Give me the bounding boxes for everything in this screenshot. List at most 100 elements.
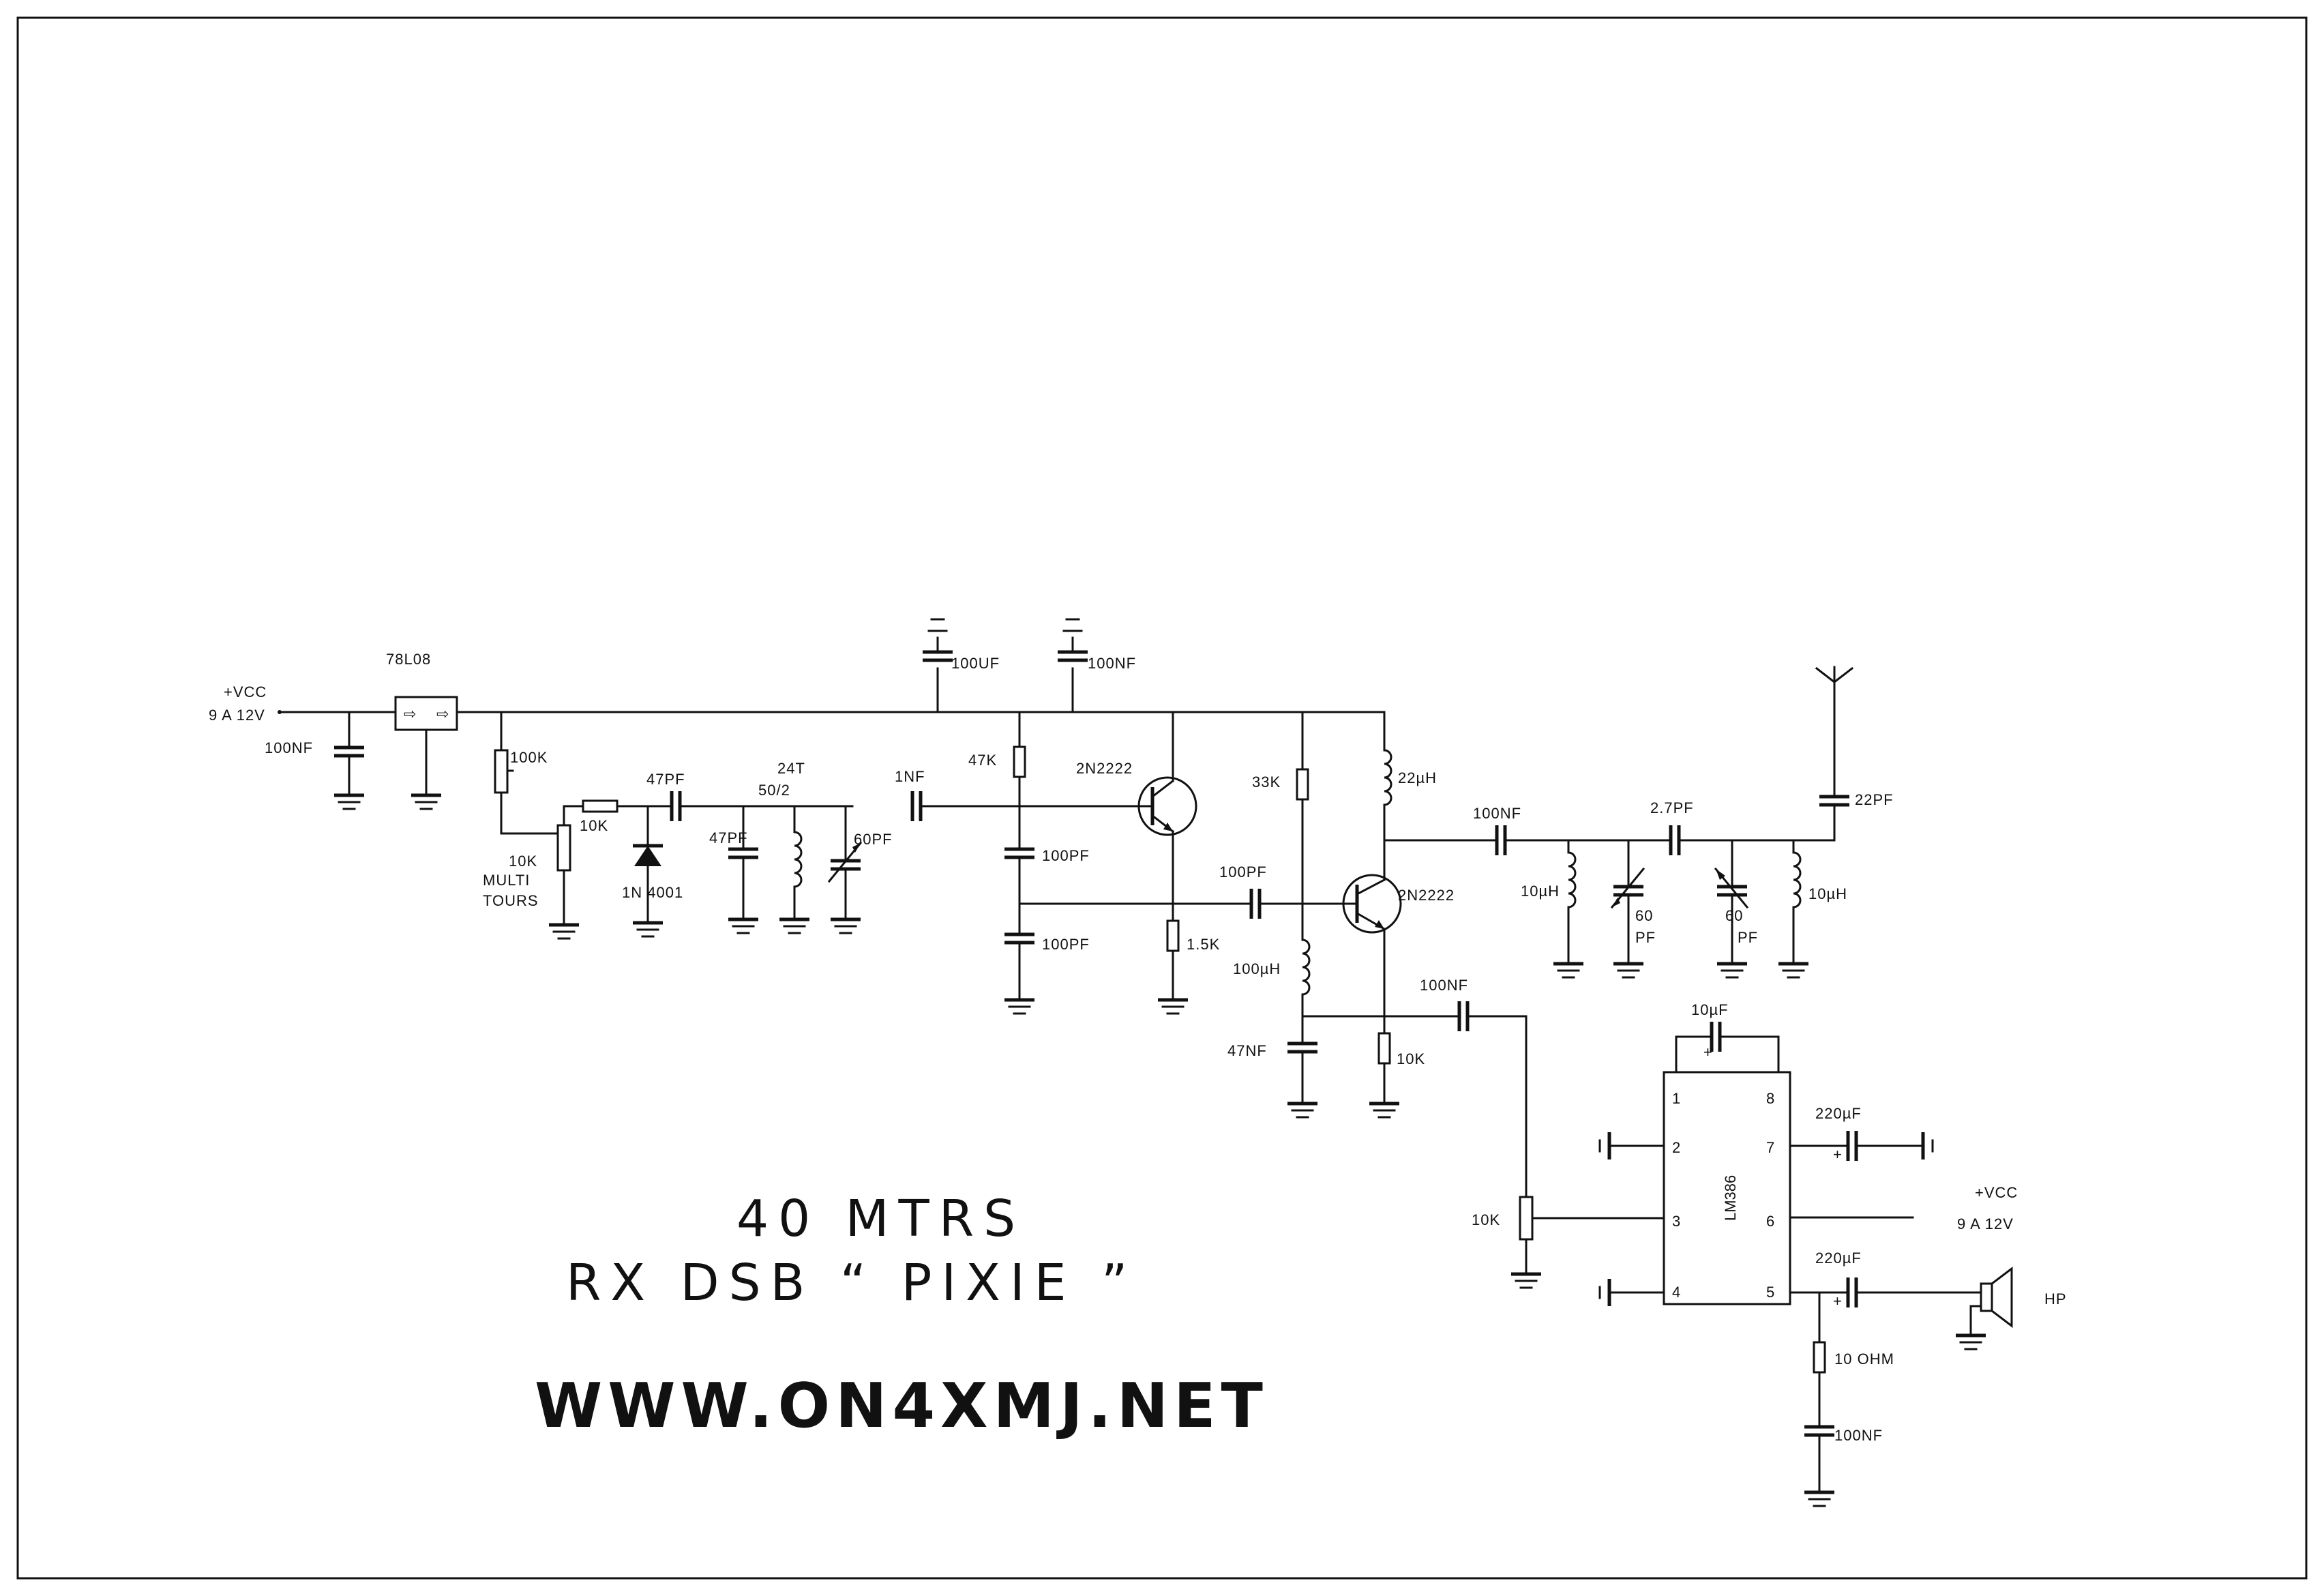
audio-vcc: +VCC 9 A 12V	[1789, 1184, 2018, 1232]
pin-2: 2	[1672, 1139, 1680, 1156]
speaker-hp: HP	[1956, 1266, 2067, 1349]
cap-100nf-audio-out: 100NF	[1301, 977, 1528, 1198]
svg-text:+: +	[1833, 1292, 1842, 1310]
trim2-unit-label: PF	[1738, 929, 1758, 946]
svg-text:⇨: ⇨	[404, 705, 416, 722]
cap-47nf-label: 47NF	[1227, 1042, 1267, 1059]
cap-10uf-label: 10µF	[1691, 1001, 1729, 1018]
cap-100pf-osc-a: 100PF	[1004, 847, 1090, 936]
diode-label: 1N 4001	[622, 884, 683, 901]
resistor-10k-emitter: 10K	[1369, 1032, 1425, 1117]
cap-47nf: 47NF	[1227, 1042, 1317, 1117]
r-1-5k-label: 1.5K	[1187, 936, 1220, 953]
regulator-78l08: ⇨ ⇨ 78L08	[386, 651, 458, 809]
r-10k-emitter-label: 10K	[1397, 1050, 1425, 1067]
svg-text:+: +	[1833, 1146, 1842, 1163]
pot-100k: 100K	[494, 711, 559, 835]
lm386-ic: LM386 1 2 3 4 8 7 6 5	[1663, 1071, 1791, 1305]
speaker-label: HP	[2044, 1290, 2067, 1307]
pot-10k-multiturn: 10K MULTI TOURS	[483, 805, 579, 939]
cap-47pf-shunt: 47PF	[709, 805, 758, 933]
cap-100nf-zobel-label: 100NF	[1834, 1427, 1883, 1444]
q2-label: 2N2222	[1398, 887, 1455, 904]
coil-24t: 24T 50/2	[758, 760, 809, 933]
title-block: 40 MTRS RX DSB “ PIXIE ” WWW.ON4XMJ.NET	[535, 1189, 1268, 1442]
pin-6: 6	[1766, 1213, 1774, 1230]
page-border	[16, 16, 2308, 1580]
website-label: WWW.ON4XMJ.NET	[535, 1370, 1268, 1442]
cap-100nf-out-label: 100NF	[1420, 977, 1468, 994]
lm386-pin2-ground	[1598, 1132, 1665, 1159]
l1-label: 10µH	[1521, 883, 1560, 900]
svg-text:+: +	[1703, 1044, 1712, 1061]
choke-22uh-label: 22µH	[1398, 769, 1437, 786]
cap-220uf-bypass: + 220µF	[1789, 1105, 1934, 1163]
svg-text:⇨: ⇨	[436, 705, 449, 722]
cap-47pf-a-label: 47PF	[646, 771, 685, 788]
filter-coil-l2: 10µH	[1778, 839, 1847, 977]
pin-5: 5	[1766, 1284, 1774, 1301]
trim1-label: 60	[1635, 907, 1653, 924]
filter-trimmer-1: 60 PF	[1610, 839, 1656, 977]
resistor-10k-series: 10K	[563, 799, 656, 834]
r-47k-label: 47K	[968, 752, 997, 769]
pin-4: 4	[1672, 1284, 1680, 1301]
cap-220uf-b-label: 220µF	[1815, 1250, 1862, 1267]
input-supply: +VCC 9 A 12V 100NF	[209, 683, 364, 809]
cap-100pf-mixer-label: 100PF	[1219, 863, 1267, 881]
pot-100k-label: 100K	[510, 749, 548, 766]
antenna: 22PF	[1792, 666, 1894, 842]
resistor-33k: 33K	[1252, 711, 1309, 941]
choke-100uh: 100µH	[1233, 939, 1311, 1045]
volume-label: 10K	[1472, 1211, 1500, 1228]
cap-22pf-label: 22PF	[1855, 791, 1894, 808]
cap-10uf-gain: + 10µF	[1675, 1001, 1780, 1074]
volume-pot-10k: 10K	[1472, 1196, 1665, 1288]
diode-1n4001: 1N 4001	[622, 805, 683, 936]
r-33k-label: 33K	[1252, 773, 1281, 790]
pin-3: 3	[1672, 1213, 1680, 1230]
pin-1: 1	[1672, 1090, 1680, 1107]
cap-100nf-supply-label: 100NF	[1088, 655, 1136, 672]
output-network: + 220µF 10 OHM 100NF	[1789, 1250, 1982, 1506]
pin-8: 8	[1766, 1090, 1774, 1107]
vcc-in-range: 9 A 12V	[209, 707, 265, 724]
choke-22uh: 22µH	[1383, 711, 1437, 881]
q1-label: 2N2222	[1076, 760, 1133, 777]
filter-trimmer-2: 60 PF	[1714, 839, 1758, 977]
title-line-2: RX DSB “ PIXIE ”	[566, 1254, 1137, 1312]
supply-caps: 100UF 100NF	[923, 618, 1136, 713]
filter-cap-2-7pf-label: 2.7PF	[1650, 799, 1694, 816]
regulator-label: 78L08	[386, 651, 431, 668]
coil-turns-label: 24T	[777, 760, 805, 777]
pin-7: 7	[1766, 1139, 1774, 1156]
coil-core-label: 50/2	[758, 782, 790, 799]
trimmer-60pf: 60PF	[827, 805, 892, 933]
resistor-1-5k: 1.5K	[1158, 919, 1220, 1014]
trim2-label: 60	[1725, 907, 1743, 924]
audio-vcc-label: +VCC	[1975, 1184, 2018, 1201]
pot-10k-label: 10K	[509, 853, 537, 870]
title-line-1: 40 MTRS	[736, 1189, 1025, 1248]
trim1-unit-label: PF	[1635, 929, 1656, 946]
cap-100pf-a-label: 100PF	[1042, 847, 1090, 864]
cap-100pf-b-label: 100PF	[1042, 936, 1090, 953]
lm386-pin4-ground	[1598, 1279, 1665, 1306]
cap-220uf-a-label: 220µF	[1815, 1105, 1862, 1122]
transistor-q1: 2N2222	[1076, 711, 1197, 922]
filter-bus: 100NF 2.7PF	[1383, 799, 1795, 855]
multi-label: MULTI	[483, 872, 530, 889]
vcc-in-label: +VCC	[224, 683, 267, 700]
cap-1nf: 1NF	[895, 768, 1140, 821]
cap-100uf-label: 100UF	[951, 655, 1000, 672]
input-cap-label: 100NF	[265, 739, 313, 756]
cap-100pf-osc-b: 100PF	[1004, 934, 1090, 1014]
lm386-label: LM386	[1722, 1175, 1739, 1221]
r-10k-series-label: 10K	[580, 817, 608, 834]
l2-label: 10µH	[1808, 885, 1847, 902]
cap-1nf-label: 1NF	[895, 768, 925, 785]
r-10ohm-label: 10 OHM	[1834, 1350, 1894, 1368]
audio-vcc-range: 9 A 12V	[1957, 1215, 2014, 1232]
choke-100uh-label: 100µH	[1233, 960, 1281, 977]
cap-47pf-b-label: 47PF	[709, 829, 748, 846]
